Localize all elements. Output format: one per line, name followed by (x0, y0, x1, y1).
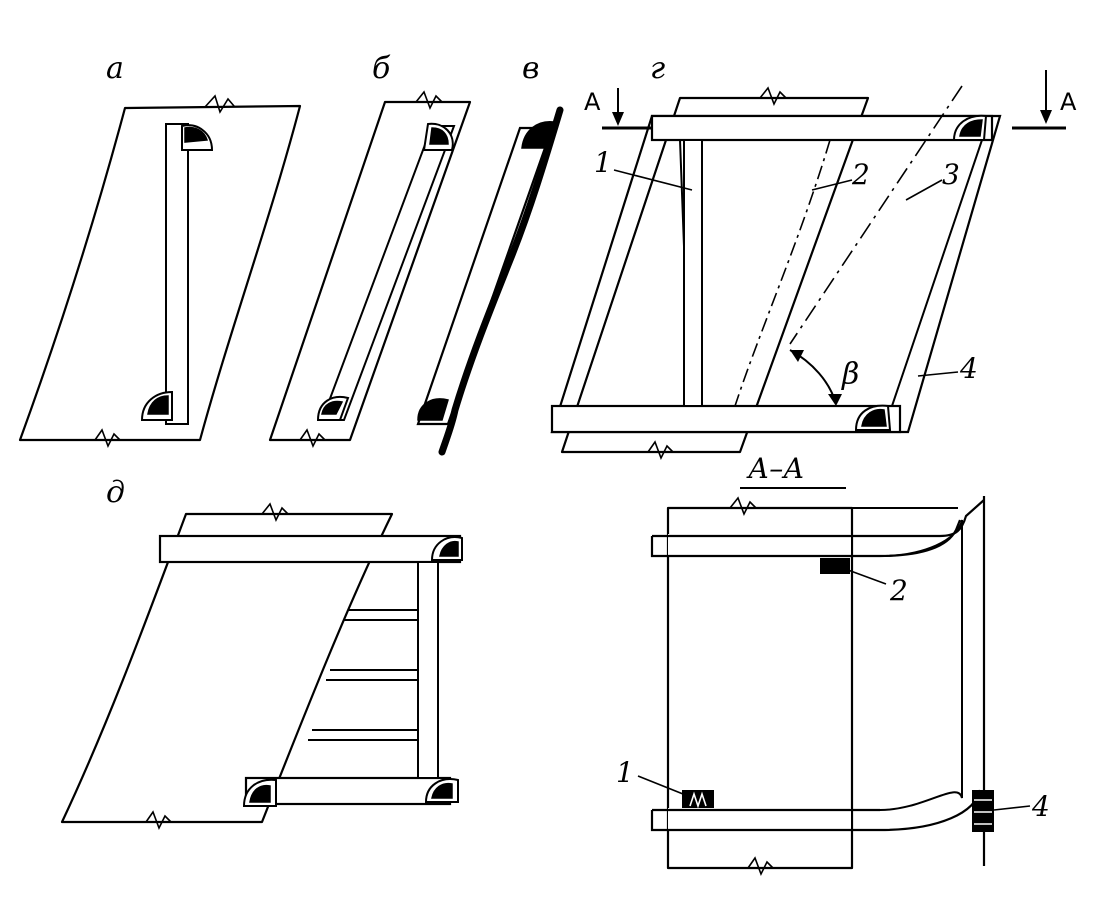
figure-v-label: в (522, 51, 539, 86)
figure-b-gap (320, 125, 456, 421)
figure-v-strip (416, 126, 554, 426)
figure-a-gap (165, 123, 189, 425)
figure-d-bottom-bar (244, 776, 452, 806)
section-aa-callout-4-leader (993, 805, 1031, 811)
figure-b-weld-top-fill (429, 127, 449, 145)
section-aa: А–А 2 1 4 (616, 452, 1050, 876)
figure-g-weld-top-fill (959, 119, 983, 137)
figure-g-angle-arrow-bottom (828, 394, 842, 406)
section-aa-callout-2: 2 (889, 574, 908, 607)
figure-g-frame-inner (678, 139, 984, 407)
figure-g-line-2 (734, 139, 831, 407)
section-aa-top-gap (668, 534, 852, 556)
figure-g-callout-4: 4 (959, 352, 978, 385)
figure-v-foil (438, 106, 564, 456)
figure-d: д (60, 475, 463, 830)
figure-g-callout-2: 2 (851, 158, 870, 191)
figure-a-label: а (106, 51, 124, 86)
figure-d-weld-bottom-right-fill (431, 782, 453, 799)
figure-d-rungs (308, 561, 419, 778)
section-aa-callout-1-leader (637, 775, 689, 797)
figure-b: б (268, 51, 472, 448)
figure-g-post (683, 139, 703, 407)
figure-d-break-top (261, 502, 289, 522)
figure-g-label: г (650, 51, 665, 86)
figure-v-weld-bottom (417, 398, 449, 421)
section-aa-top-bar (652, 499, 985, 538)
section-aa-break-top (729, 496, 757, 516)
section-aa-weld-1-detail (689, 791, 707, 809)
figure-g-angle-label: β (841, 357, 859, 392)
figure-b-weld-bottom-fill (321, 400, 344, 415)
figure-b-label: б (372, 51, 391, 86)
section-aa-break-bottom (747, 856, 774, 876)
figure-g-break-top (759, 86, 787, 106)
figure-g-bottom-bar (550, 404, 902, 434)
section-aa-callout-4: 4 (1031, 790, 1050, 823)
figure-d-weld-bottom-left-fill (249, 784, 271, 803)
section-aa-callout-1: 1 (616, 756, 634, 789)
figure-v: в (416, 51, 564, 456)
section-mark-right-arrow-head (1040, 110, 1052, 124)
figure-a: а (18, 51, 302, 448)
figure-g-callout-1: 1 (594, 146, 612, 179)
section-aa-title: А–А (746, 452, 804, 485)
figure-b-break-top (415, 90, 443, 110)
figure-a-weld-bottom-fill (147, 395, 169, 415)
section-mark-right-label: А (1060, 88, 1077, 116)
figure-g-callout-1-leader (613, 169, 693, 191)
section-aa-callout-2-leader (847, 569, 887, 585)
figure-g-angle-arrow-top (790, 350, 804, 362)
section-aa-weld-2 (820, 558, 850, 574)
figure-d-label: д (106, 475, 125, 510)
figure-a-wall (18, 104, 302, 442)
figure-a-break-top (204, 94, 235, 114)
figure-g-top-bar (650, 114, 994, 142)
section-aa-weld-4 (972, 790, 994, 832)
figure-v-weld-top (521, 121, 555, 149)
section-aa-bottom-gap (668, 808, 852, 830)
figure-d-wall (60, 512, 394, 824)
figure-g-callout-2-leader (811, 179, 853, 191)
figure-a-weld-top-fill (184, 126, 208, 143)
figure-g-wall (560, 96, 870, 454)
figure-g: А А 1 2 3 4 β г (550, 51, 1077, 460)
section-aa-weld-4-detail (974, 799, 992, 825)
figure-d-weld-top-fill (439, 540, 459, 557)
figure-g-callout-4-leader (917, 371, 959, 377)
figure-a-break-bottom (94, 428, 121, 448)
figure-g-frame-outer (550, 114, 1002, 434)
figure-d-break-bottom (145, 810, 172, 830)
figure-g-weld-bottom-fill (861, 408, 887, 427)
figure-d-top-bar (158, 534, 462, 564)
figure-d-post (417, 561, 439, 779)
figure-b-break-bottom (299, 428, 326, 448)
section-mark-left-label: А (584, 88, 601, 116)
section-mark-left-arrow-head (612, 112, 624, 126)
figure-g-callout-3: 3 (942, 158, 960, 191)
figure-g-break-bottom (647, 440, 674, 460)
section-aa-top-bar-inner (879, 519, 963, 811)
figure-g-callout-3-leader (905, 179, 943, 201)
